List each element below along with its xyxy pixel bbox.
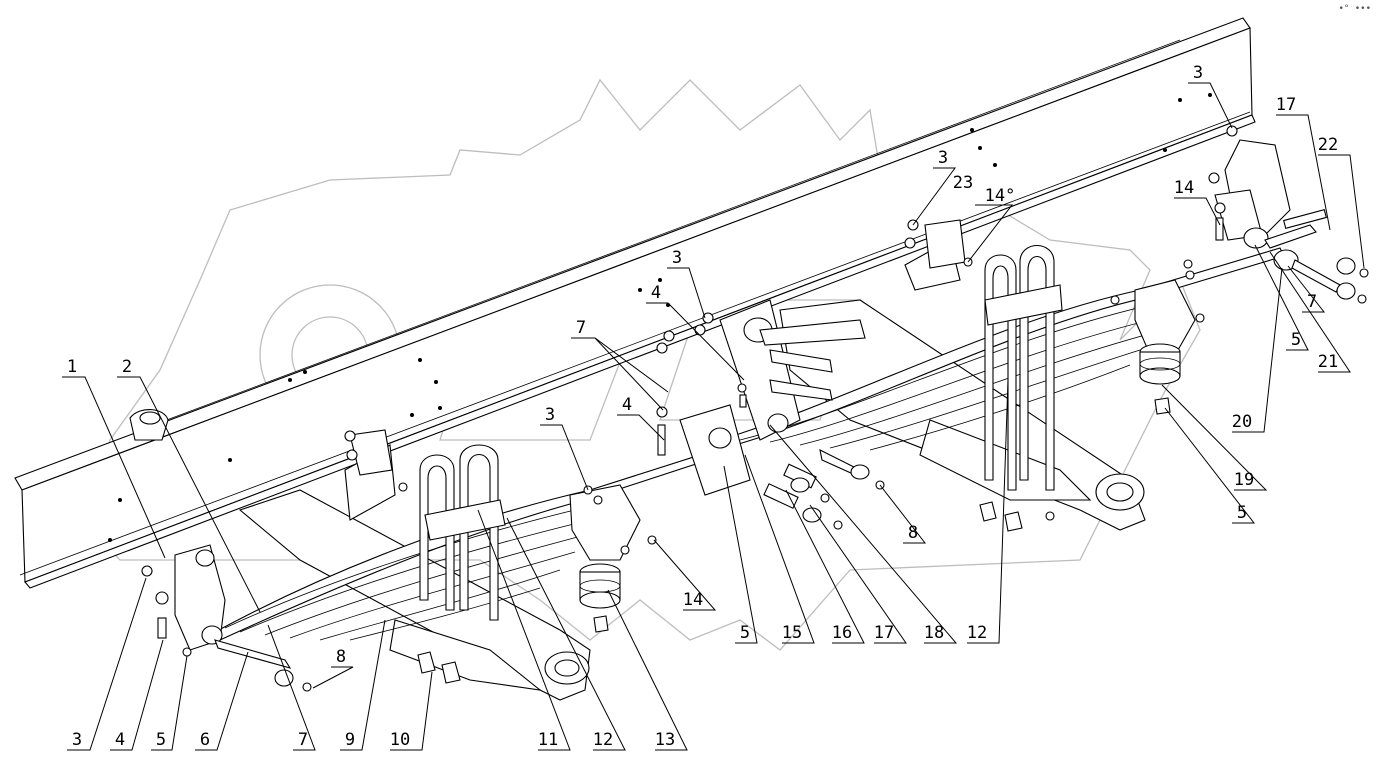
spring-seat-left bbox=[569, 484, 657, 561]
callout-c12a: 12 bbox=[593, 730, 613, 750]
callout-c21: 21 bbox=[1318, 352, 1338, 372]
callout-c7c: 7 bbox=[1307, 292, 1317, 312]
callout-c13: 13 bbox=[655, 730, 675, 750]
callout-c2: 2 bbox=[122, 357, 132, 377]
callout-c20: 20 bbox=[1232, 412, 1252, 432]
callout-c9: 9 bbox=[345, 730, 355, 750]
callout-c4b: 4 bbox=[622, 395, 632, 415]
callout-c5c: 5 bbox=[1291, 330, 1301, 350]
rubber-bumper-left bbox=[579, 563, 621, 633]
leader-lines bbox=[62, 82, 1365, 751]
u-bolt-left bbox=[417, 444, 506, 684]
callout-c14b: 14° bbox=[985, 186, 1016, 206]
callout-c14c: 14 bbox=[1174, 178, 1194, 198]
rear-hanger-bracket bbox=[1208, 125, 1369, 304]
callout-c4c: 4 bbox=[651, 283, 661, 303]
callout-c7b: 7 bbox=[576, 318, 586, 338]
callout-c19: 19 bbox=[1234, 470, 1254, 490]
callout-c4a: 4 bbox=[115, 730, 125, 750]
frame-bracket-right-upper bbox=[904, 219, 973, 291]
callout-c14a: 14 bbox=[683, 590, 703, 610]
callout-c5d: 5 bbox=[1237, 503, 1247, 523]
callout-c3a: 3 bbox=[72, 730, 82, 750]
callout-c8b: 8 bbox=[908, 523, 918, 543]
spring-seat-right bbox=[1110, 259, 1205, 351]
callout-c17a: 17 bbox=[874, 623, 894, 643]
callout-c17b: 17 bbox=[1276, 95, 1296, 115]
callout-c3e: 3 bbox=[1193, 63, 1203, 83]
callout-c7a: 7 bbox=[298, 730, 308, 750]
callout-c5b: 5 bbox=[740, 623, 750, 643]
frame-holes bbox=[108, 93, 1212, 542]
callout-c23: 23 bbox=[953, 173, 973, 193]
callout-c11: 11 bbox=[538, 730, 558, 750]
callout-c12b: 12 bbox=[967, 623, 987, 643]
callout-c6: 6 bbox=[200, 730, 210, 750]
callout-c3c: 3 bbox=[672, 248, 682, 268]
callout-c16: 16 bbox=[832, 623, 852, 643]
callout-c15: 15 bbox=[782, 623, 802, 643]
callout-c18: 18 bbox=[924, 623, 944, 643]
callout-c3d: 3 bbox=[938, 148, 948, 168]
front-hanger-bracket bbox=[141, 544, 312, 692]
callout-c5a: 5 bbox=[156, 730, 166, 750]
callout-c3b: 3 bbox=[545, 405, 555, 425]
callout-c10: 10 bbox=[390, 730, 410, 750]
front-axle-left bbox=[238, 489, 591, 701]
frame-bracket-left-upper bbox=[344, 429, 408, 521]
corner-mark: •° ••• bbox=[1338, 4, 1371, 14]
callout-c8a: 8 bbox=[336, 647, 346, 667]
callout-c1: 1 bbox=[67, 357, 77, 377]
frame-hook-left bbox=[129, 409, 169, 441]
rubber-bumper-right bbox=[1139, 343, 1181, 415]
callout-c22: 22 bbox=[1318, 135, 1338, 155]
